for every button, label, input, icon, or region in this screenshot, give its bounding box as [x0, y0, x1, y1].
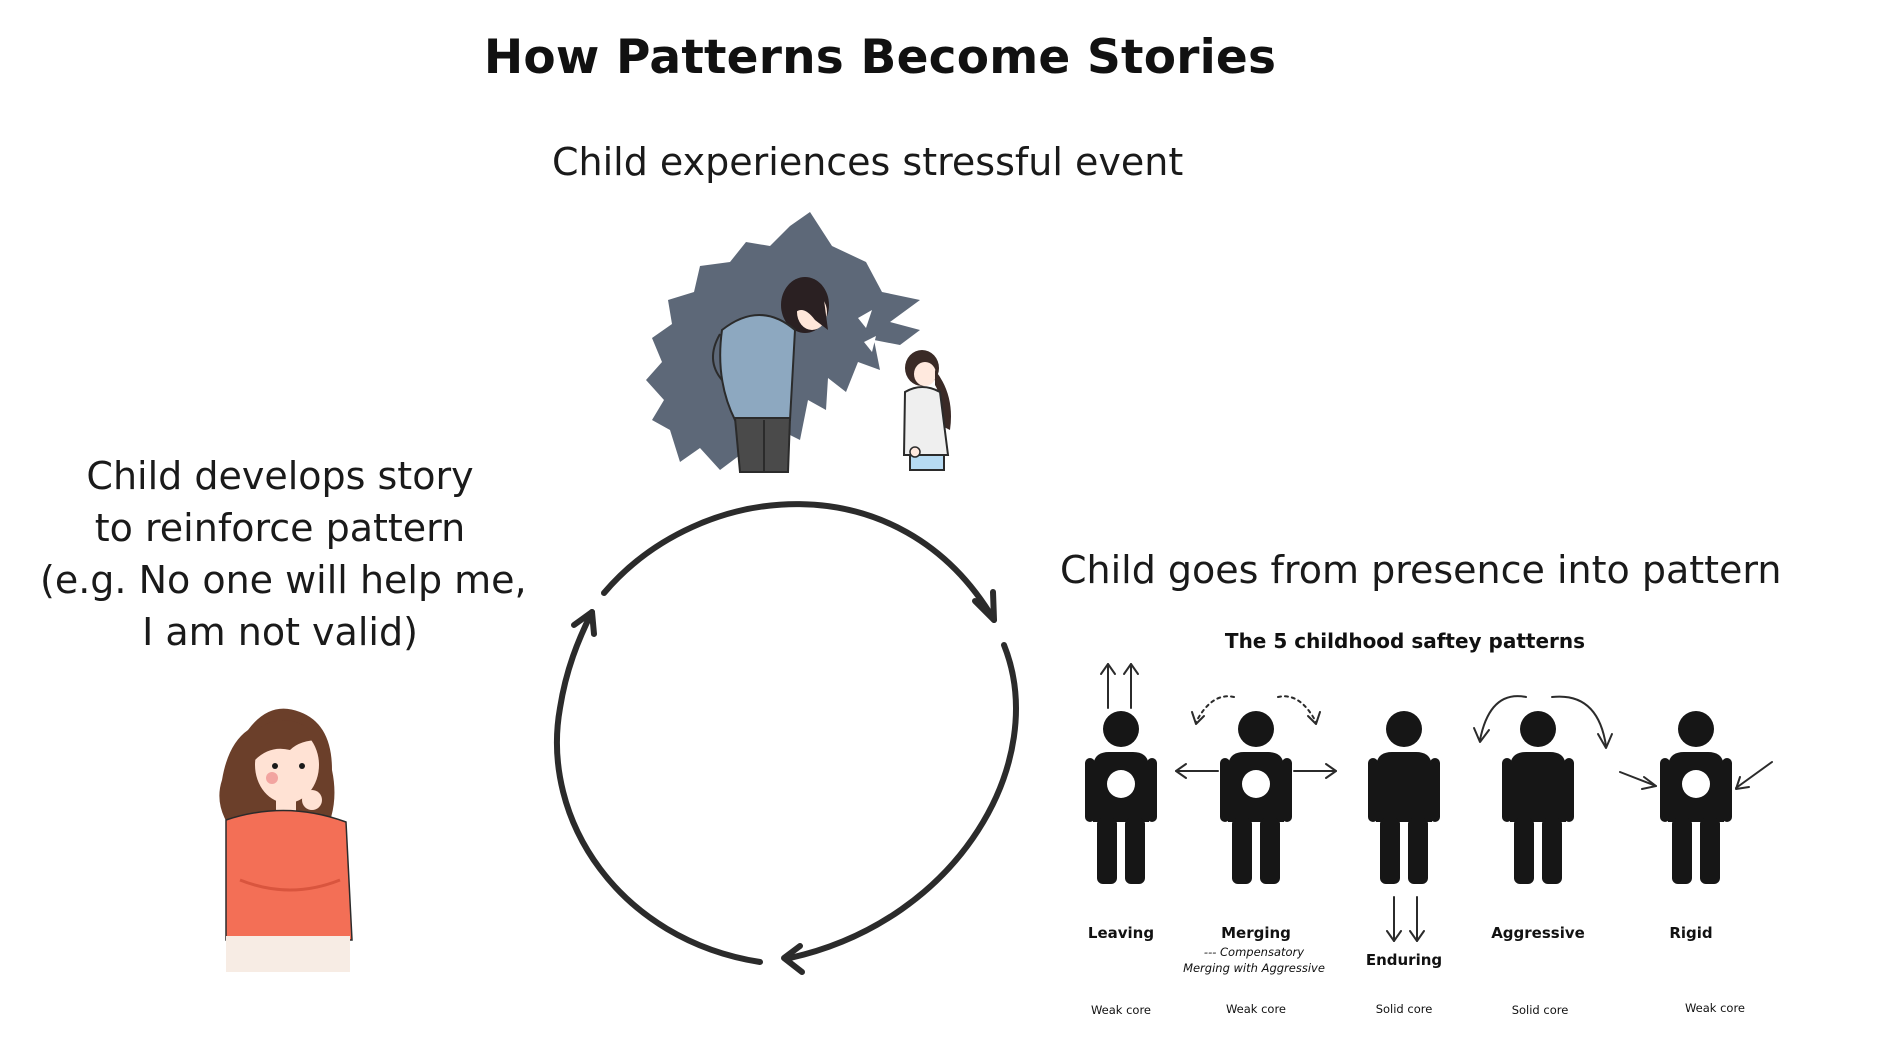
- pattern-label-aggressive: Aggressive: [1491, 924, 1585, 942]
- person-figure-icon: [1368, 711, 1440, 884]
- direction-arrow-icon: [1473, 695, 1613, 749]
- figure-arm: [1564, 758, 1574, 822]
- figure-head: [1678, 711, 1714, 747]
- figure-leg: [1380, 818, 1400, 884]
- story-line: (e.g. No one will help me,: [40, 558, 527, 602]
- weak-core-circle: [1682, 770, 1710, 798]
- figure-arm: [1085, 758, 1095, 822]
- cycle-arrow-icon: [787, 642, 1019, 961]
- pattern-core-aggressive: Solid core: [1511, 1003, 1569, 1017]
- weak-core-circle: [1242, 770, 1270, 798]
- step-story-caption: Child develops story to reinforce patter…: [40, 450, 527, 658]
- figure-leg: [1700, 818, 1720, 884]
- pattern-core-leaving: Weak core: [1090, 1003, 1152, 1017]
- pattern-label-merging: Merging: [1221, 924, 1291, 942]
- patterns-title: The 5 childhood saftey patterns: [1224, 629, 1586, 653]
- merging-note: --- Compensatory Merging with Aggressive: [1159, 944, 1349, 976]
- cycle-arrow-icon: [601, 501, 997, 623]
- figure-head: [1103, 711, 1139, 747]
- pattern-label-leaving: Leaving: [1087, 924, 1155, 942]
- figure-arm: [1722, 758, 1732, 822]
- merging-note-line: --- Compensatory: [1203, 945, 1305, 959]
- pattern-core-rigid: Weak core: [1684, 1001, 1746, 1015]
- figure-torso: [1376, 752, 1432, 822]
- pattern-label-rigid: Rigid: [1669, 924, 1713, 942]
- figure-arm: [1368, 758, 1378, 822]
- direction-arrow-icon: [1175, 695, 1337, 779]
- figure-head: [1520, 711, 1556, 747]
- thinking-woman-icon: [219, 708, 353, 972]
- arrow-tip: [781, 943, 805, 975]
- figure-leg: [1260, 818, 1280, 884]
- figure-leg: [1125, 818, 1145, 884]
- figure-arm: [1220, 758, 1230, 822]
- scolding-adult-icon: [712, 277, 829, 473]
- pattern-label-enduring: Enduring: [1365, 951, 1443, 969]
- arrow-tip: [571, 609, 597, 637]
- person-figure-icon: [1220, 711, 1292, 884]
- figure-head: [1386, 711, 1422, 747]
- figure-arm: [1660, 758, 1670, 822]
- person-figure-icon: [1502, 711, 1574, 884]
- sad-child-icon: [902, 350, 951, 471]
- figure-leg: [1097, 818, 1117, 884]
- figure-arm: [1502, 758, 1512, 822]
- figure-torso: [1510, 752, 1566, 822]
- merging-note-line: Merging with Aggressive: [1183, 961, 1325, 975]
- figure-arm: [1282, 758, 1292, 822]
- person-figure-icon: [1660, 711, 1732, 884]
- figure-head: [1238, 711, 1274, 747]
- story-line: I am not valid): [142, 610, 418, 654]
- page-title: How Patterns Become Stories: [483, 30, 1277, 85]
- cycle-arrow-icon: [553, 609, 763, 965]
- figure-arm: [1430, 758, 1440, 822]
- person-figure-icon: [1085, 711, 1157, 884]
- step-pattern-caption: Child goes from presence into pattern: [1060, 548, 1782, 592]
- figure-leg: [1408, 818, 1428, 884]
- figure-leg: [1672, 818, 1692, 884]
- pattern-core-enduring: Solid core: [1375, 1002, 1433, 1016]
- direction-arrow-icon: [1100, 663, 1139, 709]
- weak-core-circle: [1107, 770, 1135, 798]
- stressful-event-illustration: [646, 212, 951, 473]
- figure-arm: [1147, 758, 1157, 822]
- pattern-core-merging: Weak core: [1225, 1002, 1287, 1016]
- story-line: to reinforce pattern: [94, 506, 466, 550]
- figure-leg: [1542, 818, 1562, 884]
- direction-arrow-icon: [1619, 761, 1773, 790]
- story-line: Child develops story: [86, 454, 474, 498]
- arrow-tip: [972, 589, 997, 623]
- figure-leg: [1232, 818, 1252, 884]
- direction-arrow-icon: [1386, 896, 1425, 942]
- figure-leg: [1514, 818, 1534, 884]
- step-event-caption: Child experiences stressful event: [552, 140, 1184, 184]
